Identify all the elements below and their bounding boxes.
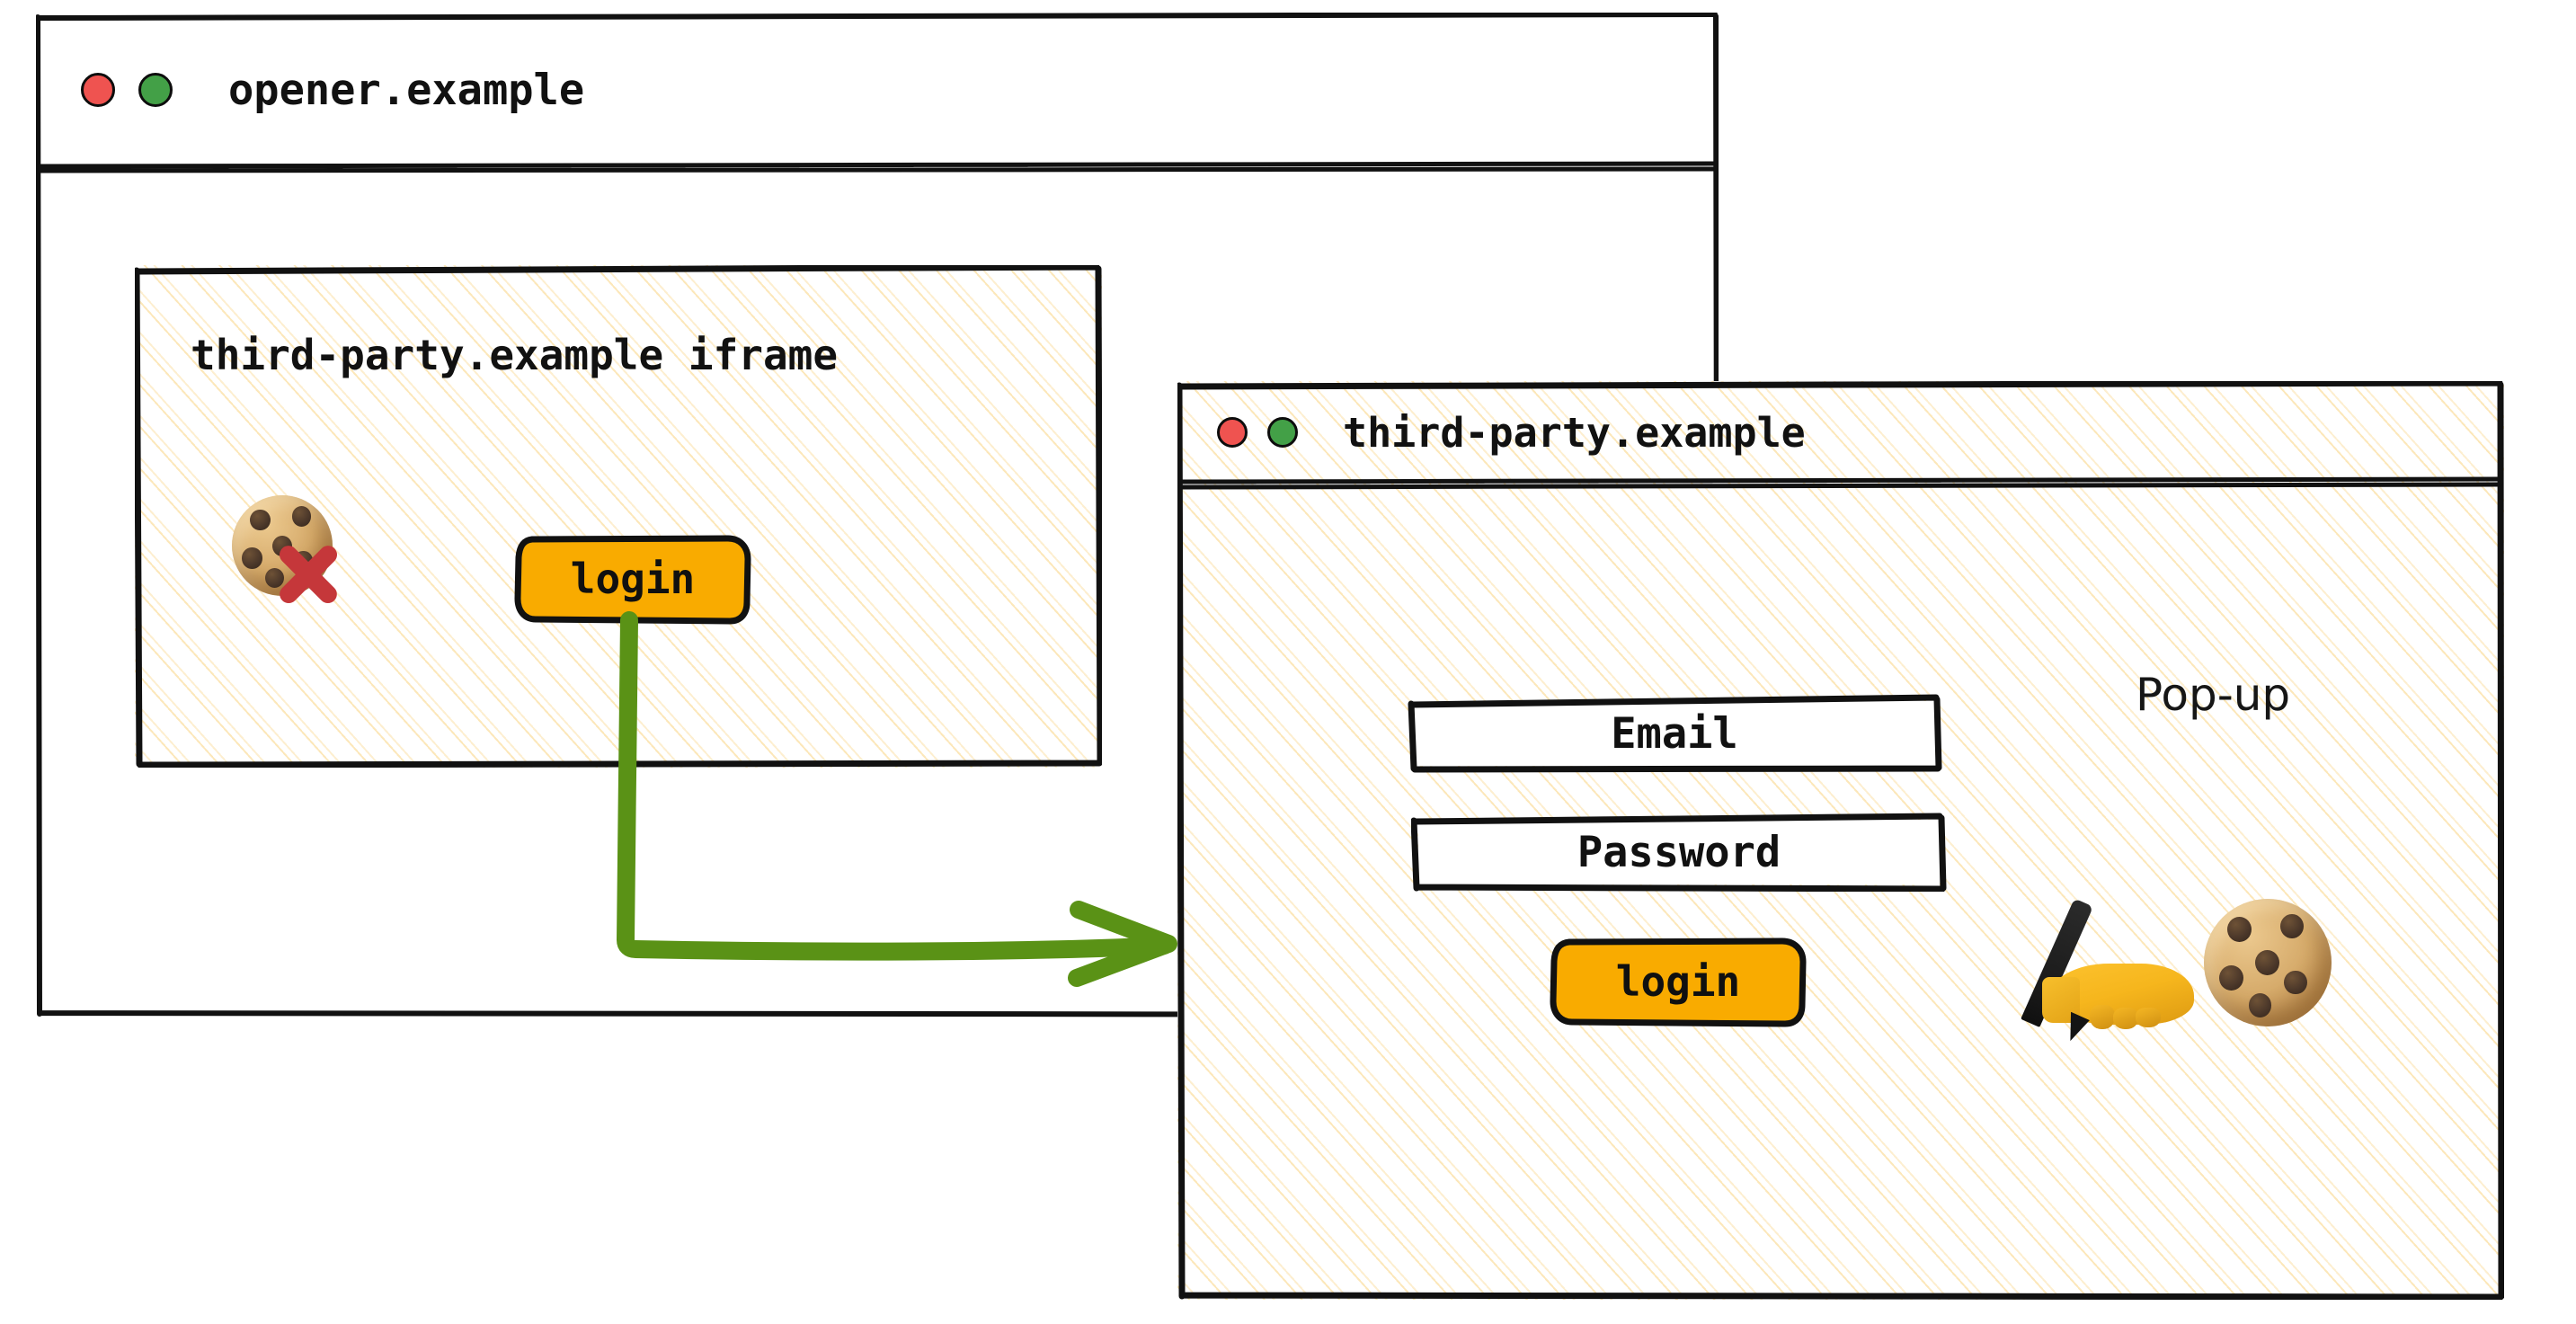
writing-hand-icon [2021,898,2200,1032]
third-party-iframe: third-party.example iframe [135,265,1102,768]
popup-maximize-dot-icon[interactable] [1267,417,1298,448]
popup-close-dot-icon[interactable] [1217,417,1248,448]
password-field-label: Password [1577,827,1781,877]
popup-login-button-label: login [1615,957,1741,1006]
email-field-label: Email [1611,708,1738,759]
popup-titlebar: third-party.example [1177,381,2504,484]
close-dot-icon[interactable] [81,73,115,107]
opener-titlebar: opener.example [36,13,1719,167]
iframe-login-button-label: login [570,555,696,603]
iframe-login-button[interactable]: login [514,535,751,625]
email-field[interactable]: Email [1408,694,1942,773]
popup-login-button[interactable]: login [1550,937,1807,1027]
red-x-icon [271,540,345,609]
iframe-label: third-party.example iframe [191,331,839,379]
popup-window-title: third-party.example [1343,408,1806,457]
cookie-icon [2204,899,2332,1026]
opener-window-title: opener.example [228,65,585,115]
popup-caption: Pop-up [2136,669,2291,721]
cookie-with-red-x-icon [232,495,345,609]
password-field[interactable]: Password [1411,813,1947,892]
maximize-dot-icon[interactable] [138,73,173,107]
